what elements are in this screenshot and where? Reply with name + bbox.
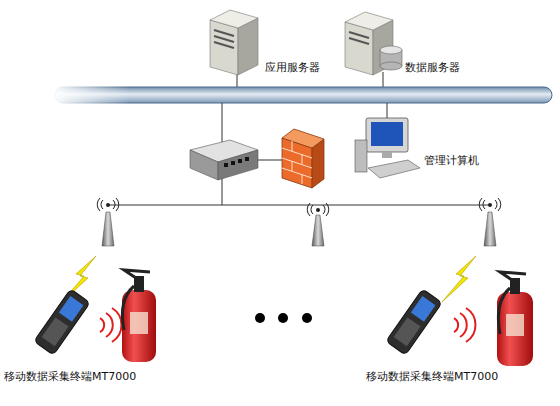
switch-port — [224, 163, 228, 167]
terminal-keypad — [394, 317, 421, 346]
computer-wire — [387, 103, 388, 120]
antenna-body — [312, 215, 324, 246]
access-point — [479, 198, 501, 246]
firewall-bricks — [282, 141, 312, 184]
extinguisher-handle — [500, 272, 526, 280]
switch-port — [231, 161, 235, 165]
device-label: 应用服务器 — [265, 61, 320, 75]
fire-extinguisher — [497, 272, 533, 366]
access-line — [108, 205, 490, 206]
antenna-tip — [488, 203, 492, 207]
ellipsis-dot — [278, 313, 288, 323]
monitor — [366, 118, 408, 152]
terminal-keypad — [42, 317, 69, 346]
access-point — [97, 198, 119, 246]
labeled-device: 管理计算机 — [352, 114, 492, 180]
wireless-bolt — [442, 256, 476, 302]
extinguisher-body — [497, 292, 533, 366]
mobile-terminal — [386, 289, 442, 355]
server-front — [345, 22, 373, 75]
drive-slot — [349, 38, 369, 44]
switch-front — [190, 150, 218, 180]
extinguisher-label — [506, 314, 524, 336]
device-label: 移动数据采集终端MT7000 — [4, 370, 136, 384]
antenna-body — [102, 212, 114, 246]
drive-slot — [349, 32, 369, 38]
access-point — [307, 203, 329, 246]
extinguisher-label — [130, 312, 148, 334]
rfid-waves — [100, 308, 121, 342]
labeled-device: 移动数据采集终端MT7000 — [4, 262, 164, 388]
switch-side — [218, 150, 258, 180]
switch-port — [245, 157, 249, 161]
device-label: 管理计算机 — [424, 154, 479, 168]
antenna-waves — [479, 198, 501, 211]
drive-slot — [214, 42, 234, 48]
antenna-waves — [97, 198, 119, 211]
labeled-device: 应用服务器 — [205, 5, 325, 83]
server-front — [210, 20, 238, 75]
device-label: 移动数据采集终端MT7000 — [366, 370, 498, 384]
fire-extinguisher — [122, 270, 156, 362]
switch-wire — [222, 103, 223, 145]
extinguisher-body — [122, 290, 156, 362]
database-cylinder — [380, 46, 402, 54]
switch-wire — [222, 178, 223, 205]
server-top — [345, 12, 393, 30]
labeled-device: 数据服务器 — [343, 8, 473, 83]
terminal-body — [34, 289, 90, 355]
extinguisher-handle — [124, 270, 150, 278]
monitor-screen — [371, 122, 403, 146]
rfid-waves — [454, 308, 475, 342]
antenna-body — [484, 212, 496, 246]
monitor-stand — [382, 152, 392, 158]
drive-slot — [214, 30, 234, 36]
pc-tower — [355, 140, 367, 172]
firewall-top — [282, 129, 324, 148]
terminal-body — [386, 289, 442, 355]
terminal-screen — [59, 296, 84, 322]
keyboard — [368, 160, 420, 178]
labeled-device: 移动数据采集终端MT7000 — [366, 262, 538, 388]
antenna-tip — [316, 208, 320, 212]
terminal-screen — [411, 296, 436, 322]
bus-fade — [50, 84, 130, 106]
database-cylinder — [380, 62, 402, 70]
mobile-terminal — [34, 289, 90, 355]
ellipsis-dot — [255, 313, 265, 323]
drive-slot — [214, 36, 234, 42]
antenna-tip — [106, 203, 110, 207]
antenna-waves — [307, 203, 329, 216]
ellipsis-dot — [302, 313, 312, 323]
switch-port — [238, 159, 242, 163]
device-label: 数据服务器 — [405, 61, 460, 75]
server-top — [210, 10, 258, 28]
